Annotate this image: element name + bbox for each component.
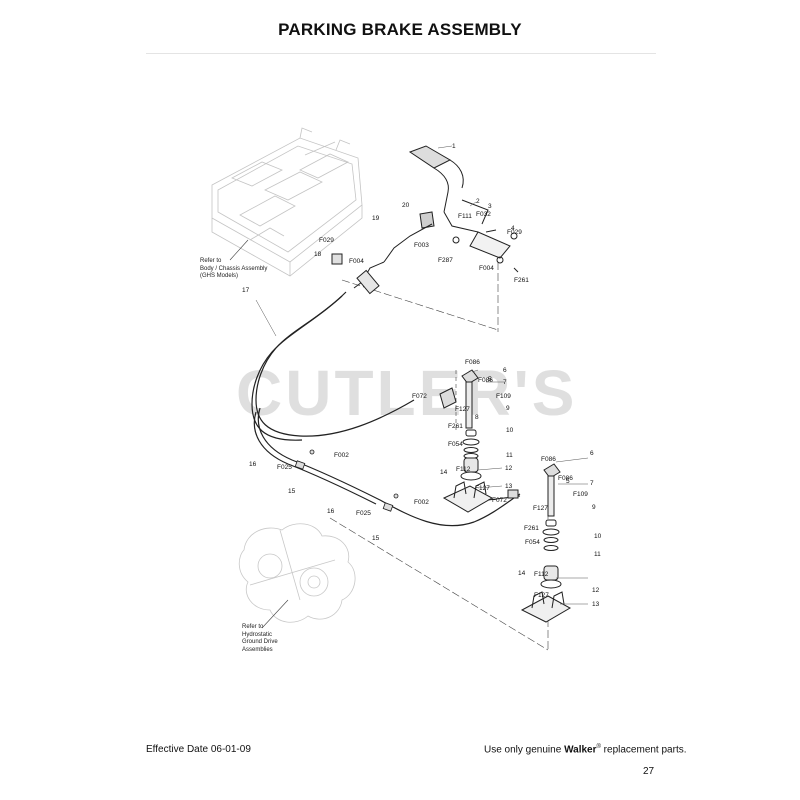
callout-f004: F004 <box>479 265 494 272</box>
callout-f025: F025 <box>277 464 292 471</box>
brake-cable <box>251 291 521 527</box>
cable-clamps <box>294 449 399 512</box>
callout-f029: F029 <box>507 229 522 236</box>
callout-f127: F127 <box>455 406 470 413</box>
callout-f109: F109 <box>573 491 588 498</box>
callout-6: 6 <box>503 367 507 374</box>
callout-f054: F054 <box>448 441 463 448</box>
callout-16: 16 <box>249 461 257 468</box>
brake-linkage-lower <box>520 463 572 623</box>
callout-10: 10 <box>506 427 514 434</box>
callout-7: 7 <box>503 379 507 386</box>
callout-7: 7 <box>590 480 594 487</box>
callout-f029: F029 <box>319 237 334 244</box>
callout-f086: F086 <box>478 377 493 384</box>
callout-f261: F261 <box>514 277 529 284</box>
hydrostatic-reference-note: Refer to Hydrostatic Ground Drive Assemb… <box>242 624 278 653</box>
callout-f127: F127 <box>534 592 549 599</box>
callout-f112: F112 <box>456 466 471 473</box>
callout-f025: F025 <box>356 510 371 517</box>
registered-mark: ® <box>596 744 601 750</box>
effective-date: Effective Date 06-01-09 <box>146 744 251 755</box>
callout-f261: F261 <box>448 423 463 430</box>
callout-1: 1 <box>452 143 456 150</box>
callout-f002: F002 <box>334 452 349 459</box>
callout-20: 20 <box>402 202 410 209</box>
lever-assembly <box>331 145 519 295</box>
callout-f261: F261 <box>524 525 539 532</box>
callout-15: 15 <box>288 488 296 495</box>
callout-f072: F072 <box>412 393 427 400</box>
callout-14: 14 <box>518 570 526 577</box>
ghost-transmission <box>238 523 356 623</box>
callout-f086: F086 <box>558 475 573 482</box>
page-number: 27 <box>643 766 655 777</box>
callout-8: 8 <box>475 414 479 421</box>
callout-f054: F054 <box>525 539 540 546</box>
watermark: CUTLER'S <box>236 357 578 429</box>
brake-linkage-upper <box>439 369 521 513</box>
callout-f111: F111 <box>458 213 472 220</box>
callout-labels: 1234667789910101111121213131414151516161… <box>242 143 602 608</box>
brand-name: Walker <box>564 744 597 756</box>
callout-f109: F109 <box>496 393 511 400</box>
callout-11: 11 <box>506 452 513 459</box>
callout-f127: F127 <box>533 505 548 512</box>
callout-18: 18 <box>314 251 322 258</box>
notice-prefix: Use only genuine <box>484 744 565 756</box>
callout-19: 19 <box>372 215 380 222</box>
callout-13: 13 <box>505 483 513 490</box>
genuine-parts-notice: Use only genuine Walker® replacement par… <box>484 744 687 755</box>
callout-10: 10 <box>594 533 602 540</box>
body-chassis-reference-note: Refer to Body / Chassis Assembly (GHS Mo… <box>200 258 268 279</box>
callout-f112: F112 <box>534 571 549 578</box>
title-divider <box>146 53 656 54</box>
callout-5: 5 <box>566 478 570 485</box>
callout-f287: F287 <box>438 257 453 264</box>
callout-13: 13 <box>592 601 600 608</box>
callout-12: 12 <box>592 587 600 594</box>
callout-6: 6 <box>590 450 594 457</box>
callout-12: 12 <box>505 465 513 472</box>
page-title: PARKING BRAKE ASSEMBLY <box>278 20 522 39</box>
callout-f072: F072 <box>492 497 507 504</box>
callout-f002: F002 <box>414 499 429 506</box>
callout-f004: F004 <box>349 258 364 265</box>
callout-14: 14 <box>440 469 448 476</box>
ghost-chassis <box>211 127 363 277</box>
callout-11: 11 <box>594 551 601 558</box>
callout-16: 16 <box>327 508 335 515</box>
callout-f086: F086 <box>465 359 480 366</box>
callout-9: 9 <box>592 504 596 511</box>
callout-f032: F032 <box>476 211 491 218</box>
callout-4: 4 <box>511 225 515 232</box>
callout-leaders <box>255 145 589 605</box>
notice-suffix: replacement parts. <box>600 744 687 756</box>
callout-2: 2 <box>476 198 480 205</box>
callout-15: 15 <box>372 535 380 542</box>
callout-f127: F127 <box>475 485 490 492</box>
leader-lines <box>229 239 549 652</box>
callout-17: 17 <box>242 287 250 294</box>
callout-9: 9 <box>506 405 510 412</box>
callout-f086: F086 <box>541 456 556 463</box>
callout-f003: F003 <box>414 242 429 249</box>
callout-3: 3 <box>488 203 492 210</box>
callout-5: 5 <box>488 376 492 383</box>
